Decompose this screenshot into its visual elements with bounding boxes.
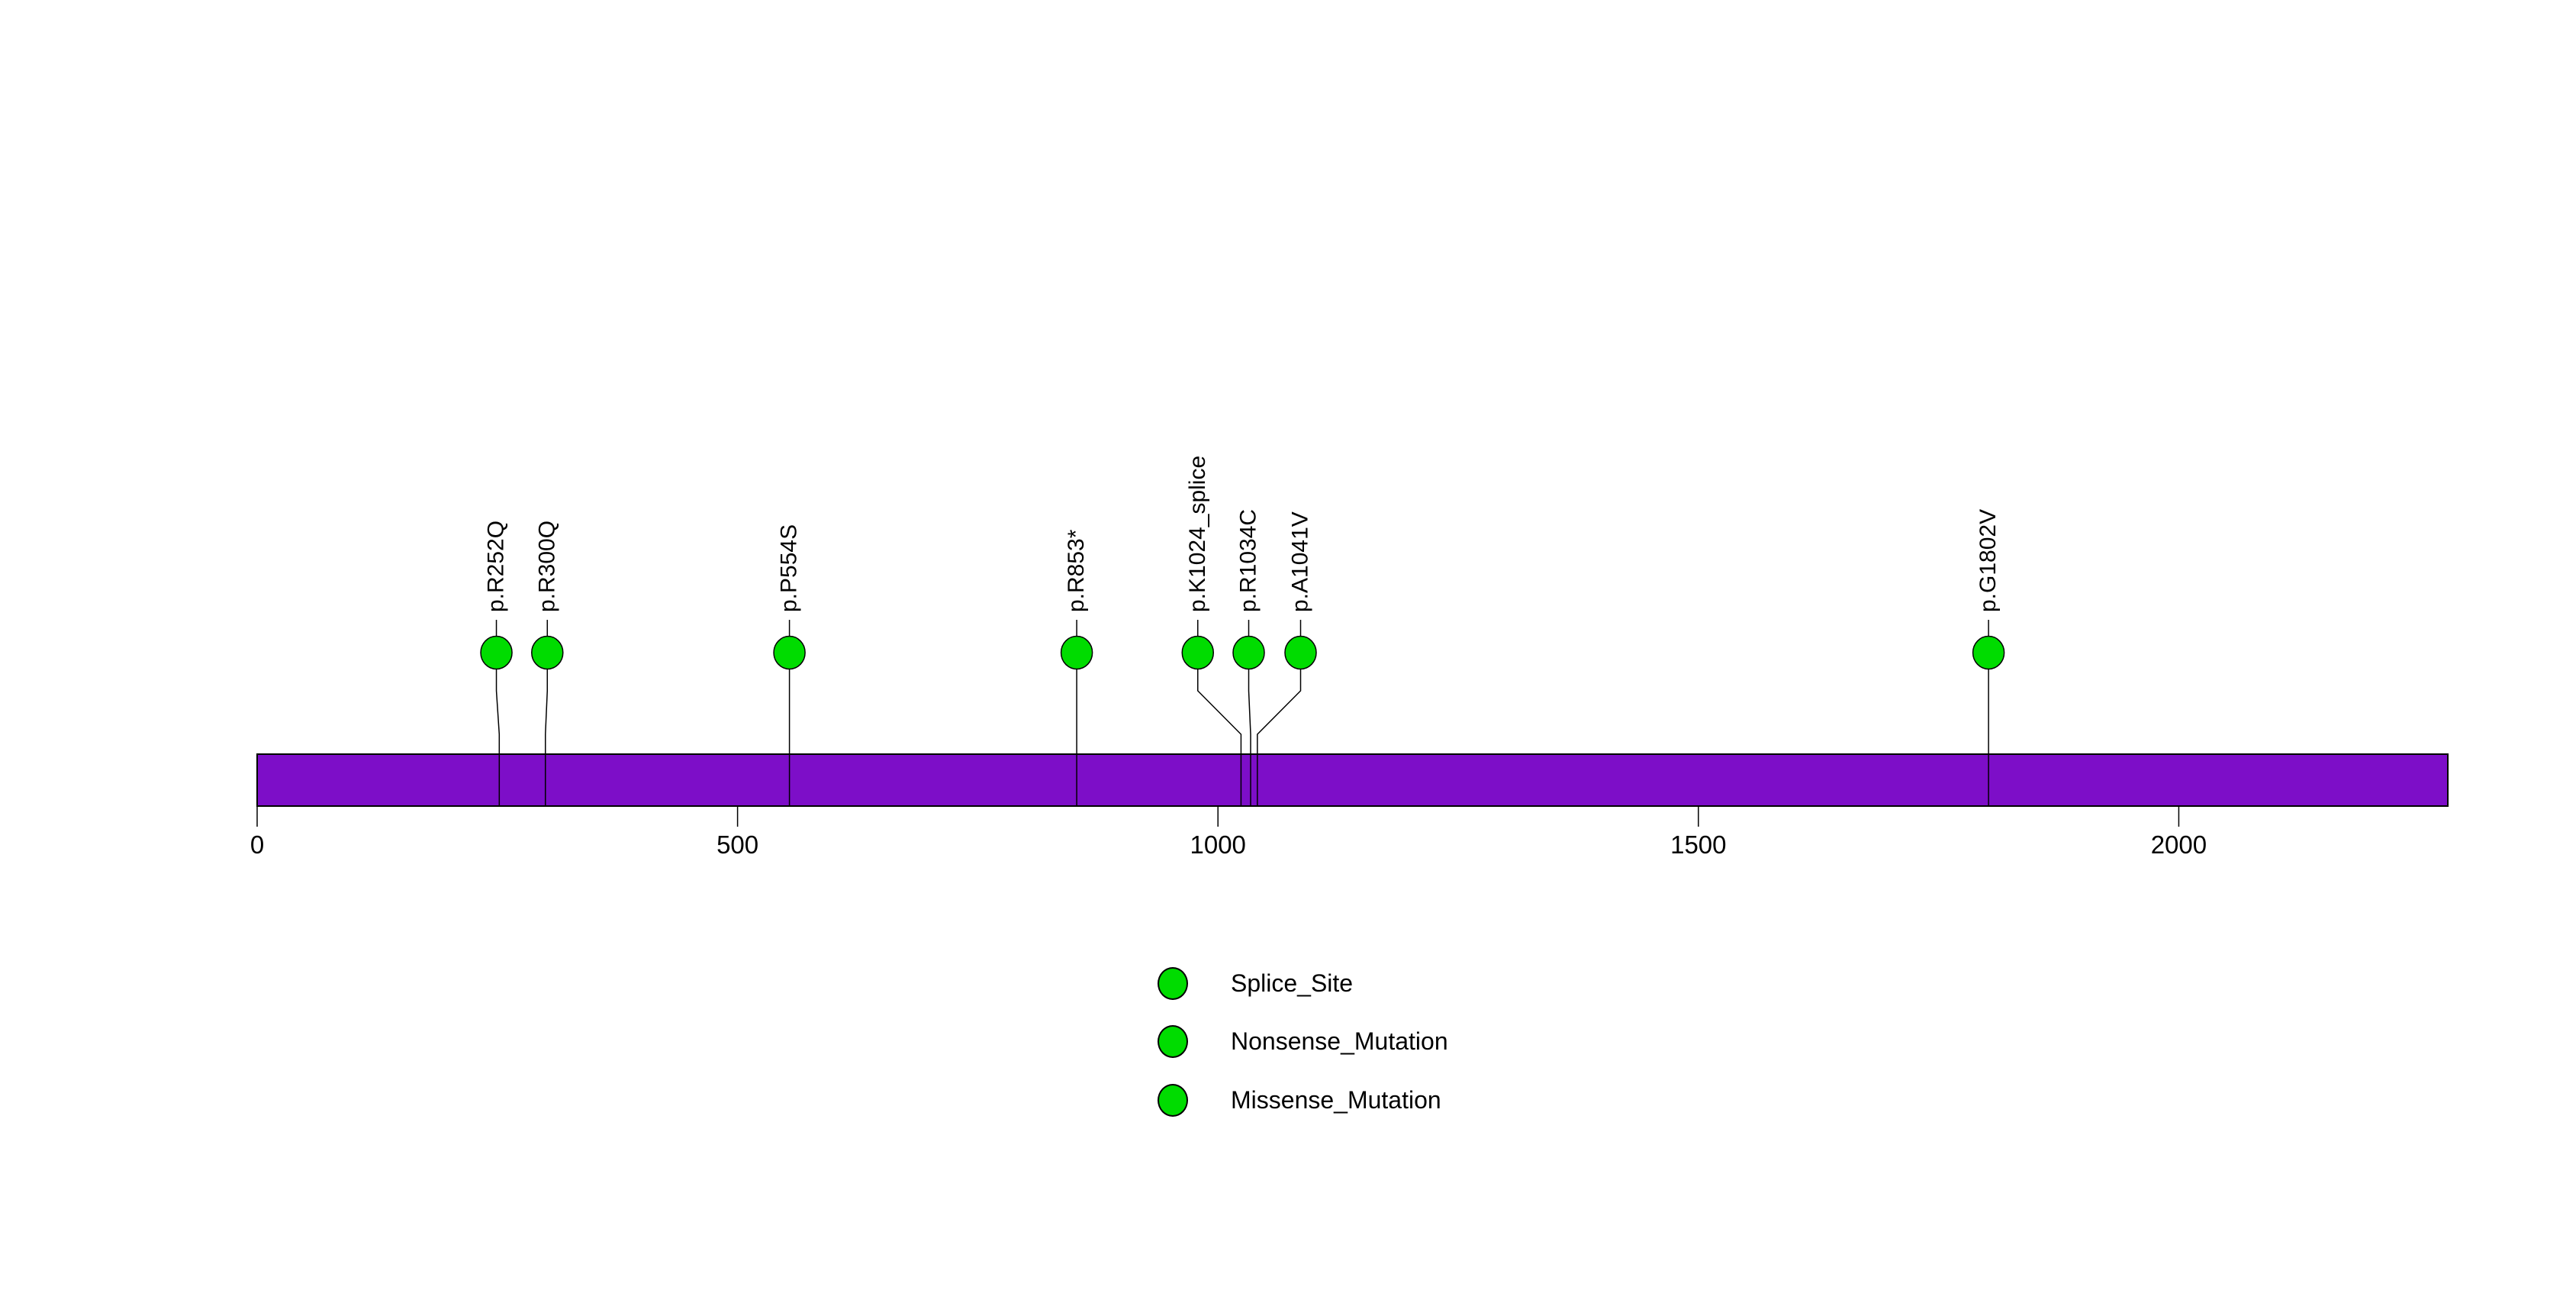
mutation-marker: [773, 635, 806, 670]
legend-item-nonsense-mutation: Nonsense_Mutation: [1158, 1013, 1448, 1072]
mutation-label: p.R300Q: [534, 521, 559, 612]
splice-site-marker-icon: [1158, 966, 1188, 1000]
mutation-stem: [1257, 653, 1302, 805]
mutation-label: p.G1802V: [1975, 509, 2001, 612]
mutation-label: p.A1041V: [1288, 511, 1313, 612]
mutation-label: p.R1034C: [1236, 509, 1261, 612]
axis-tick-label: 1500: [1670, 830, 1726, 859]
mutation-stem: [495, 653, 501, 805]
missense-mutation-marker-icon: [1158, 1083, 1188, 1117]
axis-tick-label: 2000: [2151, 830, 2207, 859]
mutation-stem: [1197, 653, 1242, 805]
mutation-marker: [1232, 635, 1265, 670]
legend: Splice_Site Nonsense_Mutation Missense_M…: [1158, 954, 1448, 1130]
mutation-label: p.R853*: [1064, 529, 1089, 612]
axis-tick-label: 500: [716, 830, 758, 859]
nonsense-mutation-marker-icon: [1158, 1025, 1188, 1059]
mutation-stem: [1248, 653, 1251, 805]
mutation-label: p.R252Q: [484, 521, 509, 612]
mutation-marker: [1972, 635, 2005, 670]
mutation-marker: [1060, 635, 1093, 670]
legend-item-missense-mutation: Missense_Mutation: [1158, 1071, 1448, 1130]
mutation-marker: [531, 635, 564, 670]
mutation-label: p.K1024_splice: [1185, 456, 1210, 612]
mutation-marker: [480, 635, 513, 670]
mutation-stem: [545, 653, 549, 805]
mutation-marker: [1181, 635, 1215, 670]
mutation-label: p.P554S: [777, 524, 802, 612]
legend-item-splice-site: Splice_Site: [1158, 954, 1448, 1013]
axis-tick-label: 1000: [1190, 830, 1245, 859]
protein-backbone-bar: [256, 753, 2449, 807]
mutation-marker: [1284, 635, 1317, 670]
legend-label-nonsense-mutation: Nonsense_Mutation: [1231, 1027, 1448, 1056]
legend-label-splice-site: Splice_Site: [1231, 969, 1354, 997]
legend-label-missense-mutation: Missense_Mutation: [1231, 1085, 1441, 1114]
axis-tick-label: 0: [250, 830, 264, 859]
